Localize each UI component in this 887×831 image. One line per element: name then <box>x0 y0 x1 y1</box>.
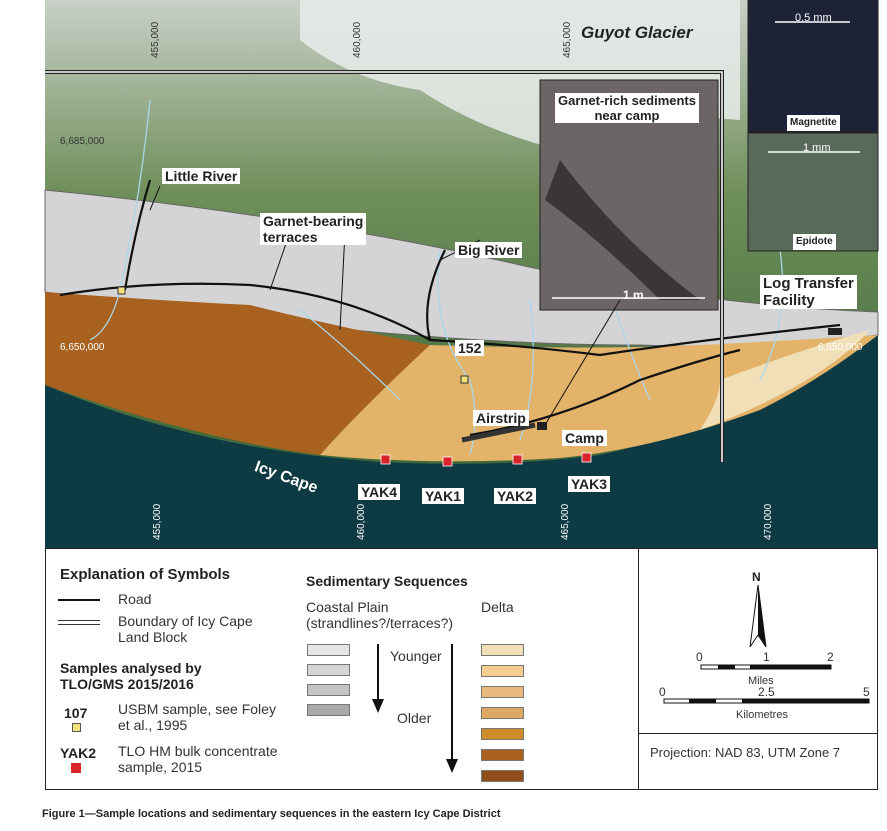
coastal-plain-swatch <box>307 704 350 716</box>
km-tick-5: 5 <box>863 685 870 699</box>
delta-swatch <box>481 644 524 656</box>
northing-6650000-left: 6,650,000 <box>60 342 105 353</box>
easting-bottom-455000: 455,000 <box>152 503 163 540</box>
older-label: Older <box>397 710 432 726</box>
delta-swatch <box>481 749 524 761</box>
tlo-line-1: TLO HM bulk concentrate <box>118 743 278 759</box>
miles-tick-2: 2 <box>827 650 834 664</box>
delta-swatch <box>481 707 524 719</box>
sample-yak3: YAK3 <box>568 476 611 492</box>
easting-top-455000: 455,000 <box>150 21 161 58</box>
delta-swatch <box>481 728 524 740</box>
delta-swatch <box>481 770 524 782</box>
usbm-code: 107 <box>64 705 88 721</box>
easting-top-465000: 465,000 <box>562 21 573 58</box>
sample-152-label: 152 <box>455 340 485 356</box>
airstrip <box>461 422 536 443</box>
north-arrow-icon <box>749 584 767 648</box>
tlo-sample-symbol <box>71 763 81 773</box>
boundary-line-2: Land Block <box>118 629 188 645</box>
little-river-label: Little River <box>162 168 241 184</box>
terraces-line-2: terraces <box>263 229 318 245</box>
easting-bottom-470000: 470,000 <box>763 503 774 540</box>
easting-top-460000: 460,000 <box>352 21 363 58</box>
camp-label: Camp <box>562 430 607 446</box>
coastal-plain-swatch <box>307 644 350 656</box>
easting-bottom-465000: 465,000 <box>560 503 571 540</box>
northing-6685000: 6,685,000 <box>60 136 105 147</box>
boundary-symbol <box>58 620 100 625</box>
figure-caption: Figure 1—Sample locations and sedimentar… <box>42 808 501 820</box>
camp-marker <box>537 422 547 430</box>
ltf-marker <box>828 328 842 335</box>
scale-bars <box>663 664 870 704</box>
magnetite-label: Magnetite <box>787 115 840 131</box>
ocean <box>45 318 878 548</box>
samples-title-line-1: Samples analysed by <box>60 660 202 676</box>
usbm-line-1: USBM sample, see Foley <box>118 701 276 717</box>
big-river-label: Big River <box>455 242 523 258</box>
km-tick-0: 0 <box>659 685 666 699</box>
delta-old <box>45 292 430 455</box>
garnet-scale-label: 1 m <box>623 288 644 302</box>
miles-label: Miles <box>748 675 774 687</box>
legend: Explanation of Symbols Road Boundary of … <box>45 548 878 790</box>
miles-tick-1: 1 <box>763 650 770 664</box>
delta-swatch <box>481 686 524 698</box>
delta-label: Delta <box>481 599 514 615</box>
epidote-label: Epidote <box>793 234 836 250</box>
terraces-line-1: Garnet-bearing <box>263 213 364 229</box>
legend-divider <box>638 549 639 789</box>
samples-title-line-2: TLO/GMS 2015/2016 <box>60 676 194 692</box>
delta-swatch <box>481 665 524 677</box>
projection-divider <box>638 733 878 734</box>
coastal-plain-swatch <box>307 684 350 696</box>
km-label: Kilometres <box>736 709 788 721</box>
coastal-line-1: Coastal Plain <box>306 599 389 615</box>
miles-tick-0: 0 <box>696 650 703 664</box>
coastal-line-2: (strandlines?/terraces?) <box>306 615 454 631</box>
coastal-plain-label: Coastal Plain(strandlines?/terraces?) <box>306 599 453 631</box>
ltf-line-1: Log Transfer <box>763 275 854 292</box>
boundary-line-1: Boundary of Icy Cape <box>118 613 253 629</box>
airstrip-label: Airstrip <box>473 410 529 426</box>
epidote-scale-label: 1 mm <box>803 142 831 154</box>
tlo-code: YAK2 <box>60 745 97 761</box>
road-symbol <box>58 599 100 601</box>
tlo-line-2: sample, 2015 <box>118 759 203 775</box>
easting-bottom-460000: 460,000 <box>356 503 367 540</box>
garnet-title-line-2: near camp <box>594 108 660 123</box>
northing-6650000-right: 6,650,000 <box>818 342 863 353</box>
legend-title: Explanation of Symbols <box>60 566 231 583</box>
road-label: Road <box>118 591 152 607</box>
magnetite-scale-label: 0.5 mm <box>795 12 832 24</box>
sample-yak1: YAK1 <box>422 488 465 504</box>
usbm-sample-symbol <box>72 723 81 732</box>
usbm-line-2: et al., 1995 <box>118 717 188 733</box>
glacier-label: Guyot Glacier <box>581 23 693 42</box>
delta-young <box>700 330 870 430</box>
age-arrows <box>372 644 458 773</box>
north-label: N <box>752 570 761 584</box>
projection-label: Projection: NAD 83, UTM Zone 7 <box>650 745 841 760</box>
seq-title: Sedimentary Sequences <box>306 573 468 589</box>
tlo-sample-markers <box>380 452 592 467</box>
sample-little-river-marker <box>117 286 126 295</box>
coastal-plain-swatch <box>307 664 350 676</box>
map <box>44 0 879 548</box>
ltf-line-2: Facility <box>763 292 815 309</box>
sample-yak2: YAK2 <box>494 488 537 504</box>
younger-label: Younger <box>390 648 442 664</box>
sample-152-marker <box>460 375 469 384</box>
sample-yak4: YAK4 <box>358 484 401 500</box>
garnet-title-line-1: Garnet-rich sediments <box>558 93 696 108</box>
km-tick-2-5: 2.5 <box>758 685 775 699</box>
